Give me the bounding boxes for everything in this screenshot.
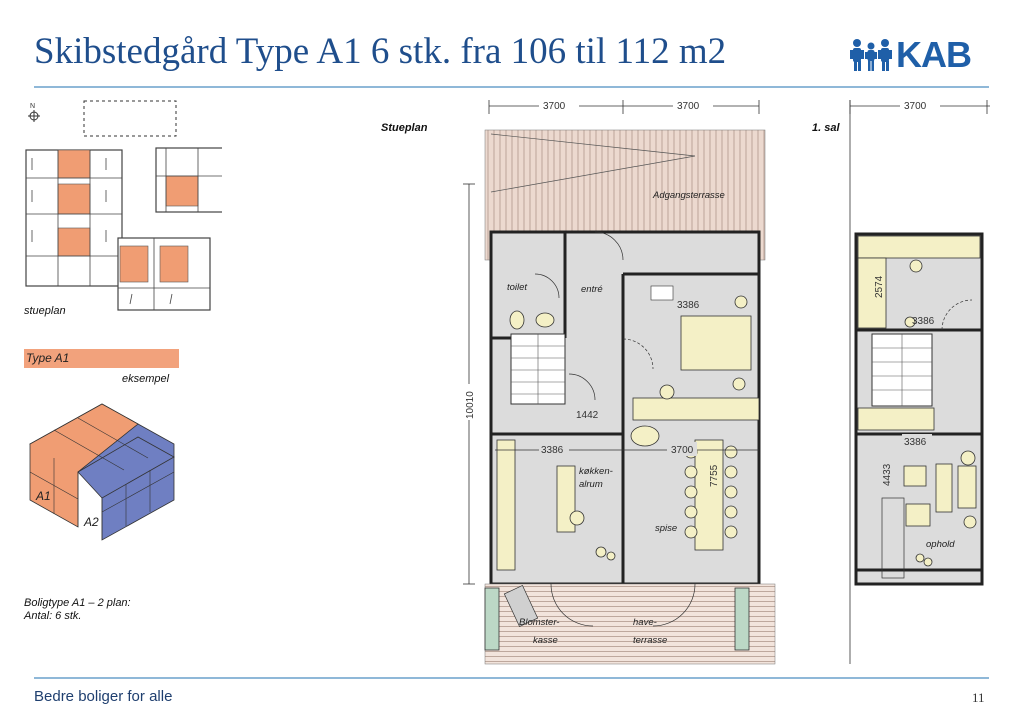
header-rule [34,86,989,88]
bed [680,315,752,371]
page-title: Skibstedgård Type A1 6 stk. fra 106 til … [34,31,727,72]
iso-label-a1: A1 [35,489,51,503]
room-adgangsterrasse: Adgangsterrasse [652,190,725,201]
planter-left [484,587,500,651]
dim-first-2574: 2574 [874,275,885,298]
garden-terrace-area [484,583,776,665]
isometric-unit-diagram: A1 A2 [29,403,175,541]
parking-outline [83,100,177,137]
dim-inner-3700: 3700 [671,445,694,456]
dim-top-first: 3700 [904,101,927,112]
logo-text: KAB [896,34,972,75]
room-entre: entré [581,284,603,295]
dim-inner-7755: 7755 [709,464,720,487]
wardrobe [632,397,760,421]
first-floor-plan: 3700 2574 3386 3386 4433 ophold [849,98,990,664]
kab-logo: KAB [850,34,972,76]
dim-first-3386-bottom: 3386 [904,437,927,448]
room-spise: spise [655,523,677,534]
site-plan-label: stueplan [24,305,66,317]
room-blomster: Blomster- [519,617,559,628]
dim-top-2: 3700 [677,101,700,112]
type-label: Type A1 [26,351,70,365]
footer-tagline: Bedre boliger for alle [34,688,173,705]
north-arrow-icon: N [28,103,40,122]
dim-top-1: 3700 [543,101,566,112]
kab-figures-icon [850,39,892,71]
planter-right [734,587,750,651]
room-terrasse: terrasse [633,635,667,646]
iso-label-a2: A2 [83,515,99,529]
type-banner: Type A1 [24,349,179,368]
dim-side: 10010 [465,391,476,419]
room-kasse: kasse [533,635,558,646]
unit-description-line1: Boligtype A1 – 2 plan: [24,597,131,609]
site-plan-diagram: N [25,100,222,311]
dining-table [694,439,724,551]
unit-description-line2: Antal: 6 stk. [24,610,82,622]
page-number: 11 [972,690,985,705]
dim-first-4433: 4433 [882,463,893,486]
room-toilet: toilet [507,282,527,293]
first-floor-title: 1. sal [812,122,840,134]
example-label: eksempel [122,373,170,385]
footer-rule [34,677,989,679]
dim-inner-3386-bed: 3386 [677,300,700,311]
svg-text:N: N [30,103,35,110]
dim-inner-3386-kitchen: 3386 [541,445,564,456]
dim-first-3386-top: 3386 [912,316,935,327]
dim-inner-1442: 1442 [576,410,599,421]
ground-floor-title: Stueplan [381,122,428,134]
room-have: have- [633,617,657,628]
ground-floor-plan: 3700 3700 Adgangsterrasse 10010 toilet e… [461,98,776,665]
room-ophold: ophold [926,539,955,550]
room-alrum: alrum [579,479,603,490]
room-kokken: køkken- [579,466,613,477]
